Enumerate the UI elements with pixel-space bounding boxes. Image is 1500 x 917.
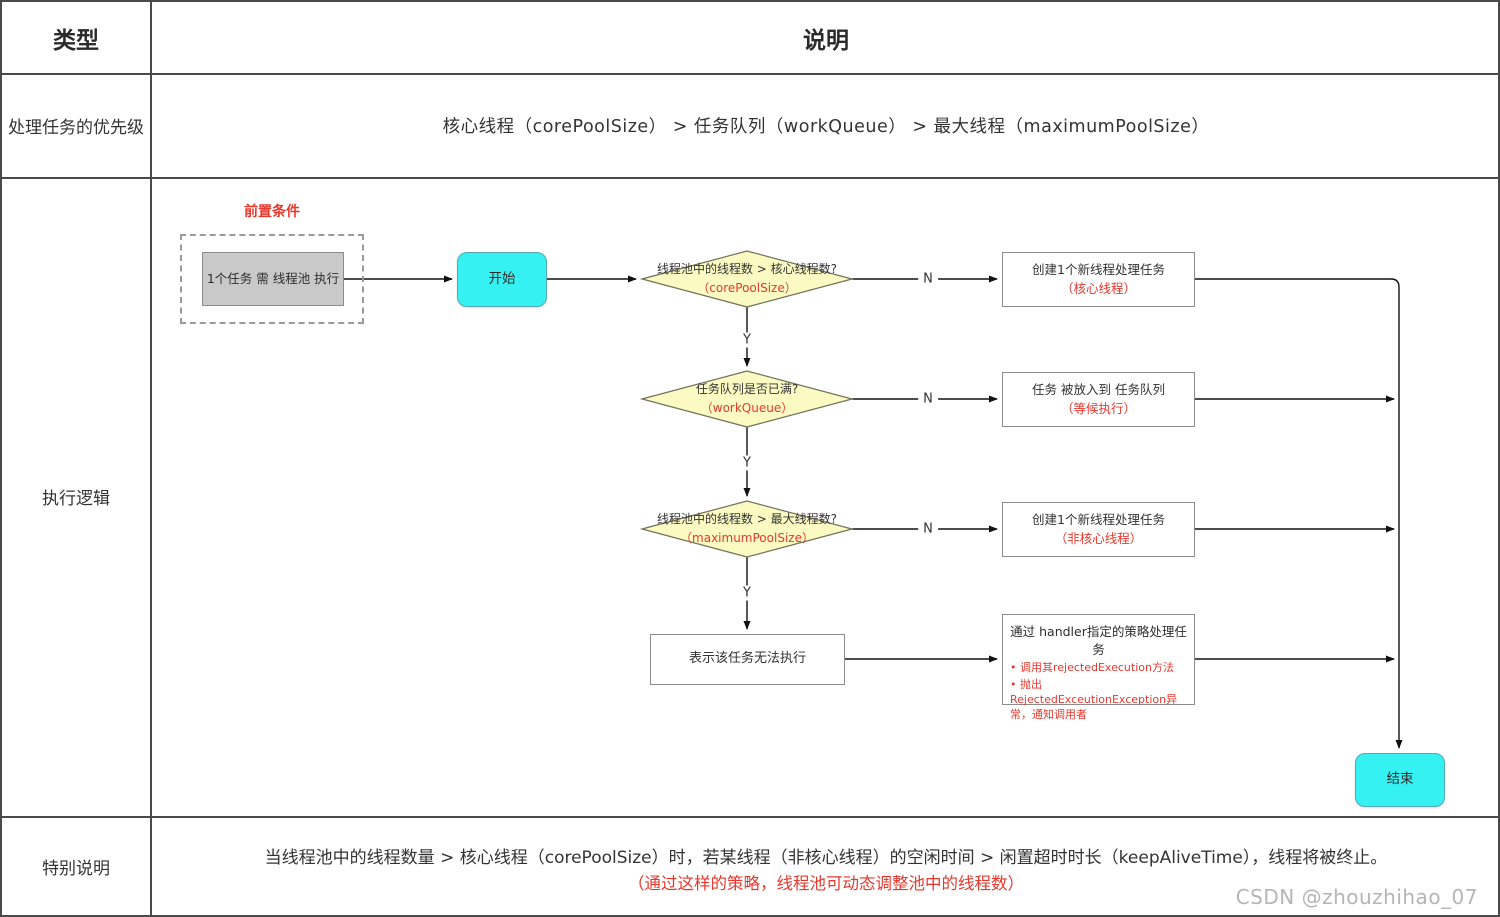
decision-max-pool-question: 线程池中的线程数 > 最大线程数? (656, 512, 838, 527)
start-node: 开始 (457, 252, 547, 307)
decision-core-pool-param: （corePoolSize） (697, 281, 797, 295)
decision-core-pool-question: 线程池中的线程数 > 核心线程数? (656, 262, 838, 277)
decision-work-queue: 任务队列是否已满? （workQueue） (640, 371, 854, 427)
action-create-core-thread-note: （核心线程） (1060, 280, 1136, 296)
label-no-3: N (918, 521, 938, 537)
action-enqueue-task-note: （等候执行） (1060, 400, 1136, 416)
label-yes-2: Y (738, 455, 756, 471)
table-row-divider-3 (2, 816, 1498, 818)
handler-node: 通过 handler指定的策略处理任务 • 调用其rejectedExecuti… (1002, 614, 1195, 721)
precondition-label: 前置条件 (244, 203, 300, 220)
label-no-1: N (918, 271, 938, 287)
decision-max-pool-param: （maximumPoolSize） (680, 531, 814, 545)
end-node: 结束 (1355, 753, 1445, 807)
decision3-diamond-shape (639, 500, 855, 558)
table-column-divider (150, 2, 152, 915)
action-create-noncore-thread: 创建1个新线程处理任务 （非核心线程） (1002, 502, 1195, 557)
priority-row-content: 核心线程（corePoolSize） > 任务队列（workQueue） > 最… (442, 116, 1210, 137)
decision-work-queue-question: 任务队列是否已满? (695, 382, 799, 397)
decision1-diamond-shape (639, 250, 855, 308)
header-cell-type: 类型 (53, 27, 99, 54)
task-source-box: 1个任务 需 线程池 执行 (202, 252, 344, 306)
logic-row-label: 执行逻辑 (42, 489, 110, 509)
special-note-line2: （通过这样的策略，线程池可动态调整池中的线程数） (628, 874, 1024, 893)
label-no-2: N (918, 391, 938, 407)
action-create-noncore-thread-text: 创建1个新线程处理任务 (1032, 512, 1165, 528)
handler-title: 通过 handler指定的策略处理任务 (1010, 624, 1187, 658)
action-enqueue-task: 任务 被放入到 任务队列 （等候执行） (1002, 372, 1195, 427)
decision-max-pool: 线程池中的线程数 > 最大线程数? （maximumPoolSize） (640, 501, 854, 557)
special-row-label: 特别说明 (42, 859, 110, 879)
action-enqueue-task-text: 任务 被放入到 任务队列 (1032, 382, 1165, 398)
table-row-divider-2 (2, 177, 1498, 179)
header-cell-desc: 说明 (803, 27, 849, 54)
action-create-core-thread-text: 创建1个新线程处理任务 (1032, 262, 1165, 278)
action-create-noncore-thread-note: （非核心线程） (1054, 530, 1143, 546)
handler-bullet-1: • 调用其rejectedExecution方法 (1010, 661, 1174, 675)
decision-core-pool: 线程池中的线程数 > 核心线程数? （corePoolSize） (640, 251, 854, 307)
decision2-diamond-shape (639, 370, 855, 428)
table-row-divider-1 (2, 73, 1498, 75)
handler-bullet-2: • 抛出RejectedExceutionException异常，通知调用者 (1010, 678, 1178, 721)
label-yes-1: Y (738, 332, 756, 348)
connector-rail-to-end (1195, 278, 1403, 749)
special-note-line1: 当线程池中的线程数量 > 核心线程（corePoolSize）时，若某线程（非核… (264, 847, 1388, 868)
label-yes-3: Y (738, 585, 756, 601)
action-create-core-thread: 创建1个新线程处理任务 （核心线程） (1002, 252, 1195, 307)
reject-node: 表示该任务无法执行 (650, 634, 845, 685)
precondition-dashed-box (180, 234, 364, 324)
decision-work-queue-param: （workQueue） (700, 401, 794, 415)
watermark: CSDN @zhouzhihao_07 (1235, 885, 1478, 909)
priority-row-label: 处理任务的优先级 (8, 117, 144, 138)
